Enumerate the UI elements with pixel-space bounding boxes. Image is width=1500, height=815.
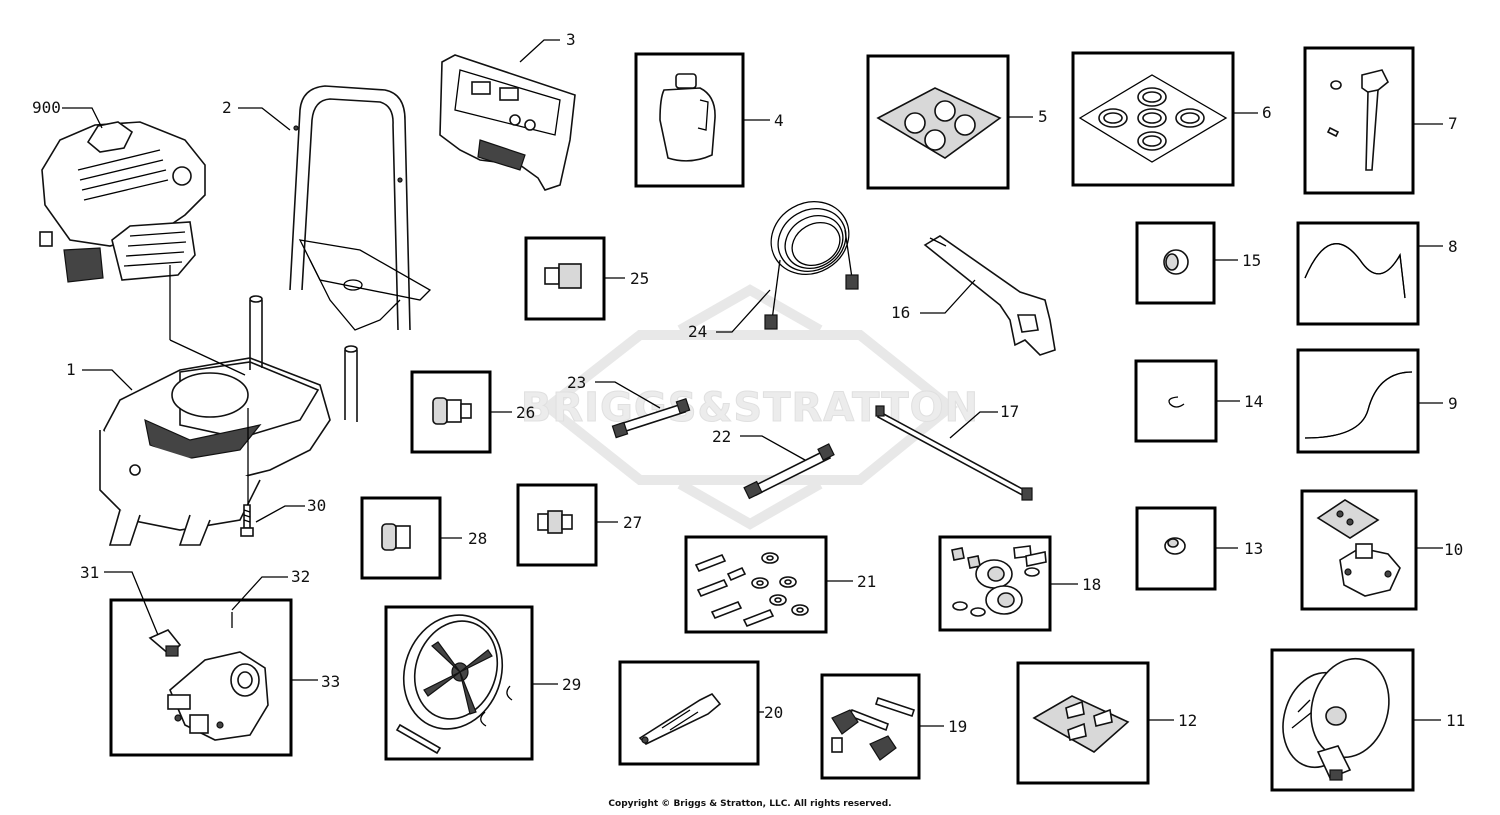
callout-13: 13 [1244,539,1263,558]
callout-2: 2 [222,98,232,117]
part-7-box[interactable] [1303,46,1415,195]
callout-8: 8 [1448,237,1458,256]
callout-18: 18 [1082,575,1101,594]
callout-29: 29 [562,675,581,694]
callout-1: 1 [66,360,76,379]
part-19-knob-kit [831,696,916,761]
part-22-extension[interactable] [743,443,835,500]
callout-19: 19 [948,717,967,736]
part-26-coupler [432,397,472,425]
part-33-pump-assembly [148,612,269,741]
part-27-quick-coupler [537,510,573,534]
part-5-parts-bag [876,87,1002,159]
part-10-unloader-kit [1316,499,1401,597]
part-12-fitting-bag [1032,695,1130,753]
part-20-box[interactable] [618,660,760,766]
callout-22: 22 [712,427,731,446]
part-24-high-pressure-hose[interactable] [758,188,862,330]
part-900-engine[interactable] [39,121,206,283]
callout-25: 25 [630,269,649,288]
callout-900: 900 [32,98,61,117]
callout-20: 20 [764,703,783,722]
part-3-bracket[interactable] [439,54,576,191]
callout-24: 24 [688,322,707,341]
part-29-wheel-kit [395,614,513,755]
callout-16: 16 [891,303,910,322]
part-15-box[interactable] [1135,221,1216,305]
part-4-detergent-bottle [659,73,716,162]
callout-26: 26 [516,403,535,422]
part-1-base-frame[interactable] [99,295,358,546]
part-2-handle[interactable] [289,85,432,331]
part-10-box[interactable] [1300,489,1418,611]
part-15-seal [1163,249,1189,275]
callout-3: 3 [566,30,576,49]
callout-15: 15 [1242,251,1261,270]
part-20-nozzle [638,692,722,745]
part-6-box[interactable] [1071,51,1235,187]
part-14-box[interactable] [1134,359,1218,443]
part-25-quick-connect [544,263,582,289]
part-12-box[interactable] [1016,661,1150,785]
callout-11: 11 [1446,711,1465,730]
part-11-hose-reel [1282,657,1390,781]
callout-9: 9 [1448,394,1458,413]
part-17-lance[interactable] [875,405,1033,501]
callout-28: 28 [468,529,487,548]
callout-5: 5 [1038,107,1048,126]
callout-6: 6 [1262,103,1272,122]
part-8-box[interactable] [1296,221,1420,326]
part-30-bolt[interactable] [240,504,254,537]
copyright-notice: Copyright © Briggs & Stratton, LLC. All … [608,799,892,809]
part-9-box[interactable] [1296,348,1420,454]
callout-31: 31 [80,563,99,582]
part-28-adapter [381,523,411,551]
watermark-text: BRIGGS&STRATTON [521,385,979,431]
part-21-bolt-kit [694,552,809,628]
part-14-clip [1168,396,1185,408]
part-21-box[interactable] [684,535,828,634]
callout-7: 7 [1448,114,1458,133]
part-9-hose [1304,371,1413,439]
callout-30: 30 [307,496,326,515]
callout-17: 17 [1000,402,1019,421]
part-8-hose [1304,243,1406,299]
callout-27: 27 [623,513,642,532]
part-19-box[interactable] [820,673,921,780]
callout-14: 14 [1244,392,1263,411]
part-27-box[interactable] [516,483,598,567]
callout-10: 10 [1444,540,1463,559]
callout-33: 33 [321,672,340,691]
part-16-spray-gun[interactable] [923,235,1056,356]
callout-32: 32 [291,567,310,586]
part-13-plug [1164,537,1186,555]
part-33-box[interactable] [109,598,293,757]
part-23-extension[interactable] [611,397,691,439]
callout-23: 23 [567,373,586,392]
part-18-bearing-kit [951,545,1047,617]
part-5-box[interactable] [866,54,1010,190]
callout-21: 21 [857,572,876,591]
callout-12: 12 [1178,711,1197,730]
part-29-box[interactable] [384,605,534,761]
part-6-o-ring-kit [1078,74,1228,163]
callout-4: 4 [774,111,784,130]
part-7-dipstick [1326,69,1390,171]
